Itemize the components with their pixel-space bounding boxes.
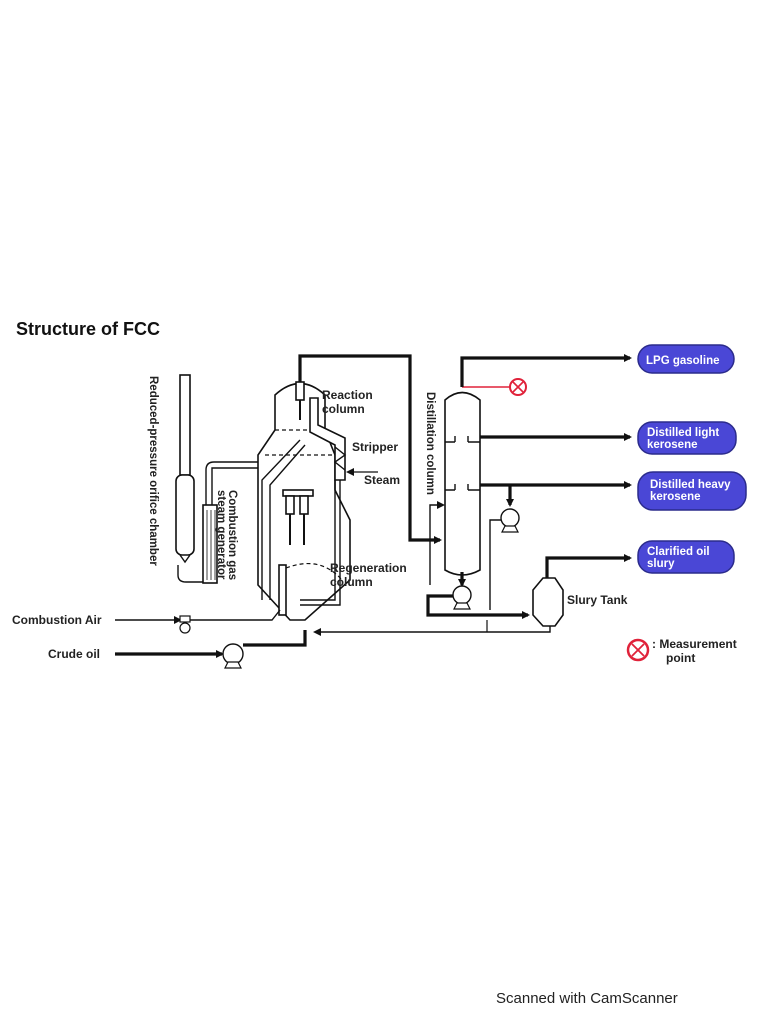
steam-label: Steam	[364, 473, 400, 487]
regeneration-column-label-line2: column	[330, 575, 373, 589]
lpg-pipe	[460, 354, 632, 387]
slury-tank	[532, 577, 564, 627]
product-clarified-oil-slury: Clarified oil slury	[637, 540, 735, 574]
combustion-air-label: Combustion Air	[12, 613, 102, 627]
product-label: kerosene	[650, 491, 701, 503]
distillation-column-label: Distillation column	[424, 392, 436, 495]
side-pump	[500, 508, 520, 533]
product-distilled-heavy-kerosene: Distilled heavy kerosene	[637, 471, 747, 511]
reduced-pressure-chamber-label: Reduced-pressure orifice chamber	[147, 376, 159, 566]
measurement-point-icon	[509, 378, 527, 396]
reactor-overhead-pipe	[298, 354, 442, 544]
combustion-gas-label-line1: Combustion gas	[226, 490, 238, 580]
distillation-column: Distillation column	[424, 391, 481, 576]
regeneration-column-label-line1: Regeneration	[330, 561, 407, 575]
product-pill	[637, 540, 735, 574]
measurement-point-icon	[626, 638, 650, 662]
reduced-pressure-orifice-chamber: Reduced-pressure orifice chamber	[147, 374, 209, 583]
product-label: Distilled heavy	[650, 479, 731, 491]
product-label: Distilled light	[647, 427, 719, 439]
legend: : Measurement point	[626, 637, 737, 665]
combustion-gas-steam-generator: Combustion gas steam generator	[202, 461, 300, 584]
reaction-column-label-line1: Reaction	[322, 388, 373, 402]
product-label: kerosene	[647, 439, 698, 451]
product-distilled-light-kerosene: Distilled light kerosene	[637, 421, 737, 455]
product-pill	[637, 344, 735, 374]
product-lpg-gasoline: LPG gasoline	[637, 344, 735, 374]
slury-tank-label: Slury Tank	[567, 593, 628, 607]
product-pill	[637, 471, 747, 511]
combustion-gas-label-line2: steam generator	[215, 490, 227, 580]
stripper-label: Stripper	[352, 440, 398, 454]
legend-label-line2: point	[666, 651, 695, 665]
product-label: slury	[647, 558, 675, 570]
diagram-title: Structure of FCC	[16, 319, 160, 339]
crude-oil-pump	[222, 643, 244, 669]
product-label: Clarified oil	[647, 546, 710, 558]
product-label: LPG gasoline	[646, 355, 720, 367]
crude-oil-label: Crude oil	[48, 647, 100, 661]
bottoms-pump	[452, 585, 472, 610]
product-pill	[637, 421, 737, 455]
reaction-column-label-line2: column	[322, 402, 365, 416]
scanner-watermark: Scanned with CamScanner	[496, 990, 678, 1007]
air-blower	[179, 615, 191, 634]
legend-label-line1: : Measurement	[652, 637, 737, 651]
reactor-regenerator	[257, 381, 351, 621]
clarified-oil-pipe	[545, 554, 632, 578]
